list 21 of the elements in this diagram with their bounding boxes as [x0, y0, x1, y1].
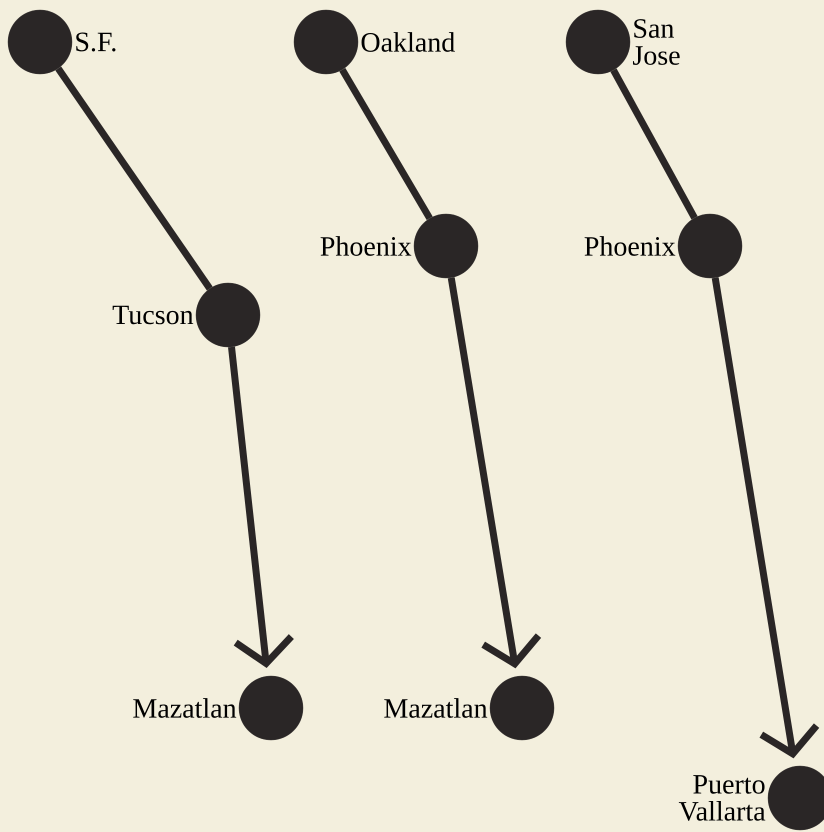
- city-label: Phoenix: [584, 236, 676, 256]
- arrow: [228, 346, 294, 668]
- city-label: Puerto Vallarta: [678, 775, 766, 821]
- city-label: Mazatlan: [133, 698, 236, 718]
- dot: [768, 766, 824, 830]
- dot: [490, 676, 554, 740]
- arrow: [712, 277, 820, 758]
- city-label: Mazatlan: [384, 698, 488, 718]
- dot: [238, 676, 304, 740]
- city-label: Phoenix: [320, 236, 412, 256]
- dot: [294, 10, 358, 74]
- city-label: Oakland: [362, 32, 455, 52]
- dot: [8, 10, 72, 74]
- dot: [678, 214, 742, 278]
- dot: [196, 282, 260, 348]
- dot: [414, 214, 478, 278]
- city-label: Tucson: [112, 306, 194, 324]
- city-label: San Jose: [633, 19, 680, 65]
- city-label: S.F.: [76, 32, 116, 52]
- arrow: [448, 277, 542, 668]
- dot: [566, 10, 630, 74]
